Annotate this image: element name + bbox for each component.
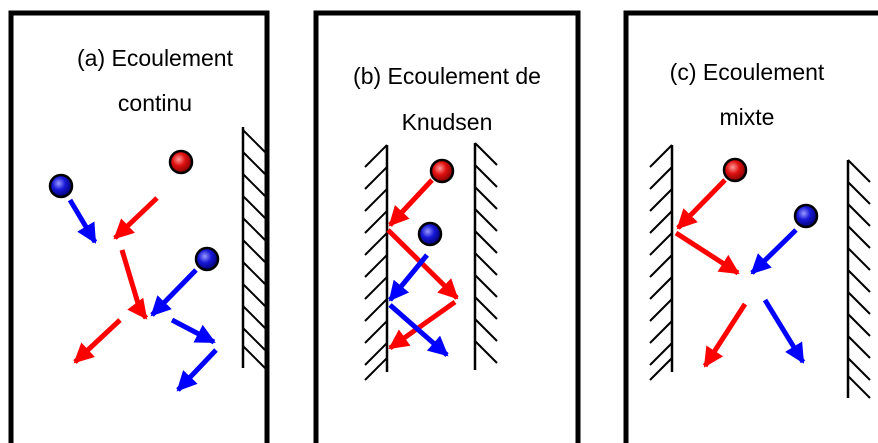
panel-c-right-wall-hatching bbox=[847, 159, 871, 399]
panel-b-red-arrow-incoming bbox=[388, 178, 434, 227]
panel-c-frame bbox=[623, 10, 878, 443]
panel-c-red-molecule bbox=[722, 157, 748, 183]
panel-a-wall bbox=[241, 127, 266, 369]
panel-a-blue-molecule-right bbox=[194, 246, 220, 272]
panel-a-title-line1: (a) Ecoulement bbox=[77, 45, 234, 71]
panel-b-blue-arrow-bounce bbox=[388, 303, 449, 357]
panel-a-blue-arrow-down bbox=[176, 348, 218, 392]
panel-c-blue-arrow-incoming bbox=[750, 228, 798, 275]
panel-b-blue-molecule bbox=[417, 221, 443, 247]
panel-c-right-wall bbox=[846, 159, 871, 399]
panel-a-red-arrow-bounce bbox=[119, 249, 148, 320]
panel-c-blue-molecule bbox=[793, 203, 819, 229]
panel-b-left-wall bbox=[364, 144, 389, 381]
panel-b-left-wall-hatching bbox=[364, 144, 388, 381]
panel-b-right-wall bbox=[473, 142, 498, 370]
panel-a-blue-molecule-left bbox=[48, 173, 74, 199]
panel-continuous-flow: (a) Ecoulement continu bbox=[8, 10, 270, 443]
panel-a-red-arrow-incoming bbox=[113, 196, 159, 240]
panel-c-blue-arrow-outgoing bbox=[762, 298, 806, 364]
panel-b-red-molecule bbox=[429, 158, 455, 184]
panel-b-right-wall-hatching bbox=[474, 142, 498, 364]
panel-b-frame bbox=[313, 10, 581, 443]
panel-a-red-arrow-outgoing bbox=[73, 318, 122, 364]
panel-b-blue-arrow-incoming bbox=[388, 253, 429, 302]
panel-c-left-wall-hatching bbox=[649, 144, 673, 381]
panel-c-red-arrow-bounce bbox=[674, 230, 740, 276]
panel-a-blue-arrow-right bbox=[170, 317, 216, 345]
panel-a-blue-arrow-left bbox=[67, 198, 98, 244]
panel-knudsen-flow: (b) Ecoulement de Knudsen bbox=[313, 10, 581, 443]
panel-a-wall-hatching bbox=[242, 129, 266, 369]
panel-a-blue-arrow-to-collision bbox=[150, 268, 198, 317]
panel-mixed-flow: (c) Ecoulement mixte bbox=[623, 10, 878, 443]
panel-a-title-line2: continu bbox=[118, 90, 192, 116]
panel-b-red-arrow-return bbox=[388, 299, 457, 351]
panel-c-title-line1: (c) Ecoulement bbox=[670, 59, 825, 85]
panel-a-frame bbox=[8, 10, 270, 443]
panel-c-left-wall bbox=[649, 144, 674, 381]
panel-a-red-molecule bbox=[168, 149, 194, 175]
panel-c-red-arrow-incoming bbox=[676, 178, 727, 230]
panel-c-title-line2: mixte bbox=[720, 104, 775, 130]
panel-b-title-line1: (b) Ecoulement de bbox=[353, 63, 541, 89]
panel-b-title-line2: Knudsen bbox=[402, 109, 493, 135]
panel-c-red-arrow-outgoing bbox=[702, 302, 748, 368]
